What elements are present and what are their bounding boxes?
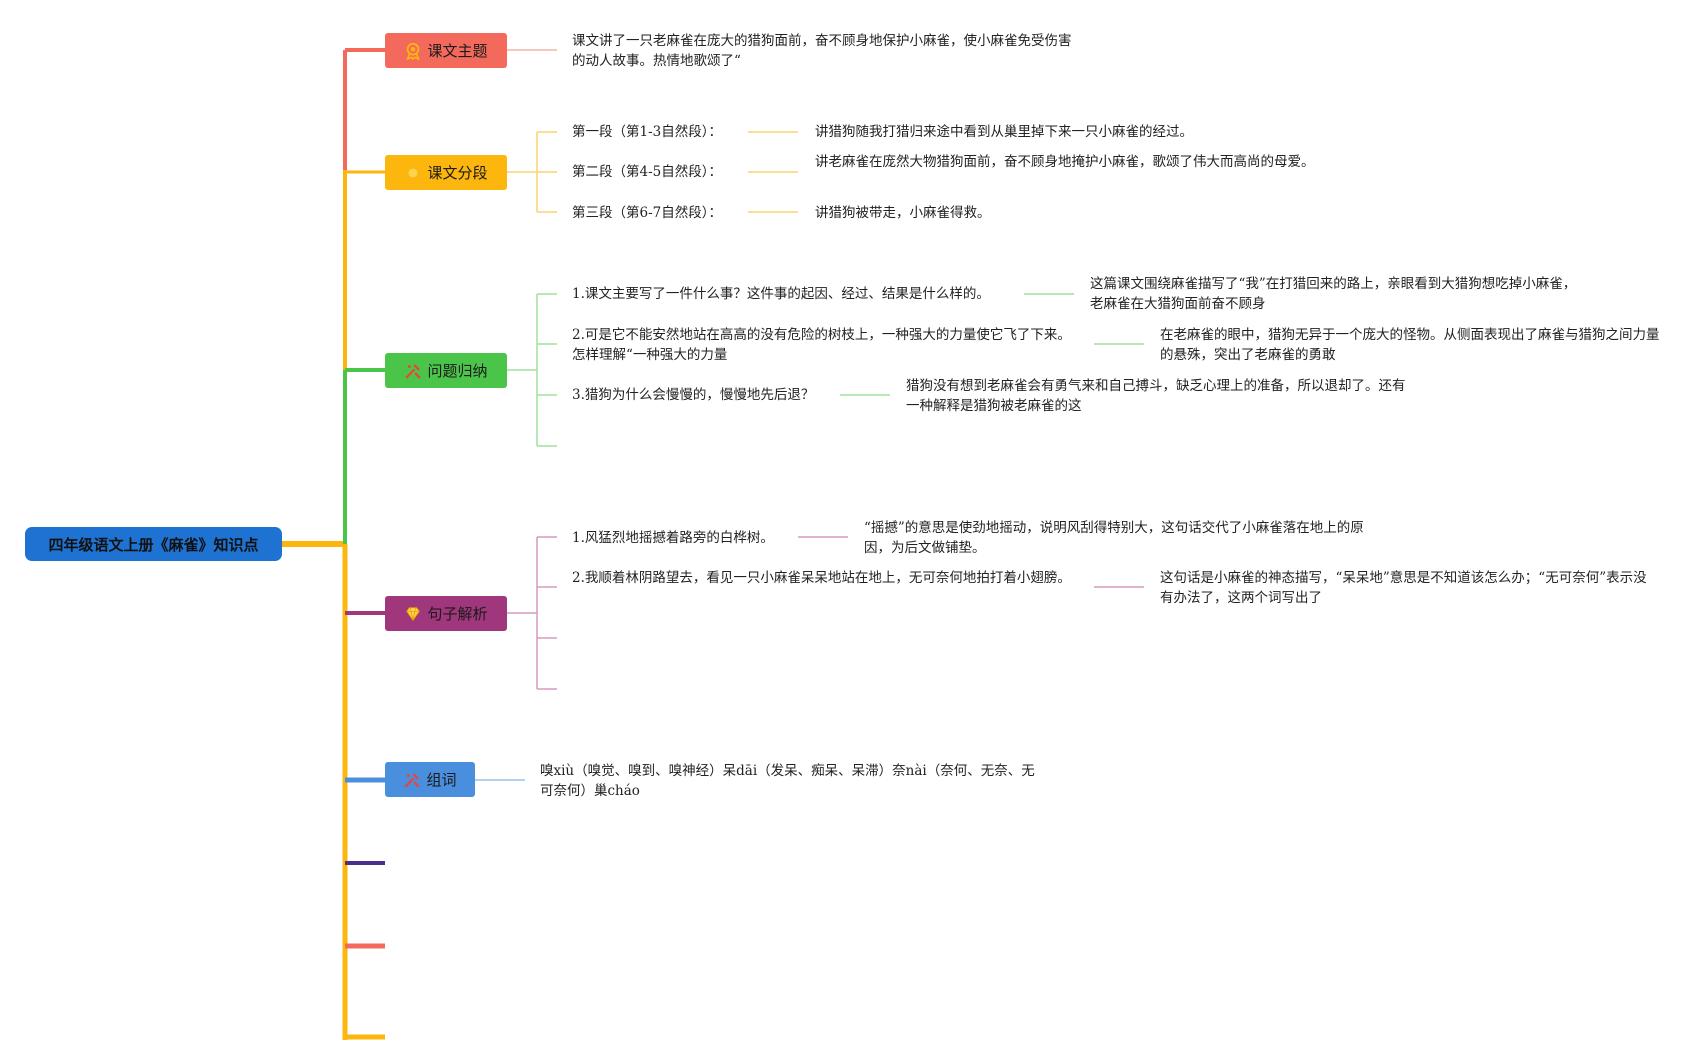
sun-icon (408, 168, 418, 177)
sections-tree (507, 131, 557, 213)
branch-questions-label: 问题归纳 (427, 362, 488, 380)
branch-theme-label: 课文主题 (427, 42, 488, 60)
badge-icon (406, 42, 421, 60)
answer-1: 这篇课文围绕麻雀描写了“我”在打猎回来的路上，亲眼看到大猎狗想吃掉小麻雀，老麻雀… (1090, 276, 1577, 312)
section-3-label: 第三段（第6-7自然段）： (572, 205, 722, 221)
sections-detail-connectors (748, 131, 798, 213)
branch-words-label: 组词 (426, 771, 457, 789)
section-1-label: 第一段（第1-3自然段）： (572, 124, 722, 140)
section-2-detail: 讲老麻雀在庞然大物猎狗面前，奋不顾身地掩护小麻雀，歌颂了伟大而高尚的母爱。 (815, 154, 1315, 170)
root-node[interactable]: 四年级语文上册《麻雀》知识点 (25, 527, 282, 561)
branch-sections-label: 课文分段 (427, 164, 488, 182)
sentence-2-analysis: 这句话是小麻雀的神态描写，“呆呆地”意思是不知道该怎么办；“无可奈何”表示没有办… (1160, 570, 1647, 606)
sentence-1: 1.风猛烈地摇撼着路旁的白桦树。 (572, 530, 774, 546)
section-3-detail: 讲猎狗被带走，小麻雀得救。 (815, 205, 991, 221)
branch-sentences-label: 句子解析 (427, 605, 488, 623)
question-3: 3.猎狗为什么会慢慢的，慢慢地先后退？ (572, 387, 815, 403)
branch-sentences[interactable]: 句子解析 (385, 596, 507, 631)
sentences-tree (507, 536, 557, 690)
root-label: 四年级语文上册《麻雀》知识点 (48, 535, 259, 554)
answer-3: 猎狗没有想到老麻雀会有勇气来和自己搏斗，缺乏心理上的准备，所以退却了。还有一种解… (906, 378, 1406, 414)
tools-icon (406, 363, 421, 378)
branch-questions[interactable]: 问题归纳 (385, 353, 507, 388)
sentence-1-analysis: “摇撼”的意思是使劲地摇动，说明风刮得特别大，这句话交代了小麻雀落在地上的原因，… (864, 520, 1364, 556)
questions-answer-connectors (840, 293, 1144, 396)
question-1: 1.课文主要写了一件什么事？这件事的起因、经过、结果是什么样的。 (572, 286, 990, 302)
questions-tree (507, 293, 557, 447)
words-text: 嗅xiù（嗅觉、嗅到、嗅神经）呆dāi（发呆、痴呆、呆滞）奈nài（奈何、无奈、… (540, 763, 1035, 799)
section-1-detail: 讲猎狗随我打猎归来途中看到从巢里掉下来一只小麻雀的经过。 (815, 124, 1193, 140)
diamond-icon (406, 606, 421, 621)
sentence-2: 2.我顺着林阴路望去，看见一只小麻雀呆呆地站在地上，无可奈何地拍打着小翅膀。 (572, 570, 1071, 586)
branch-sections[interactable]: 课文分段 (385, 155, 507, 190)
tools-icon (405, 772, 420, 787)
branch-theme[interactable]: 课文主题 (385, 33, 507, 68)
question-2: 2.可是它不能安然地站在高高的没有危险的树枝上，一种强大的力量使它飞了下来。怎样… (572, 327, 1071, 363)
answer-2: 在老麻雀的眼中，猎狗无异于一个庞大的怪物。从侧面表现出了麻雀与猎狗之间力量的悬殊… (1160, 327, 1660, 363)
sentences-answer-connectors (798, 536, 1144, 588)
branch-words[interactable]: 组词 (385, 762, 475, 797)
section-2-label: 第二段（第4-5自然段）： (572, 164, 722, 180)
theme-text: 课文讲了一只老麻雀在庞大的猎狗面前，奋不顾身地保护小麻雀，使小麻雀免受伤害的动人… (572, 33, 1072, 69)
